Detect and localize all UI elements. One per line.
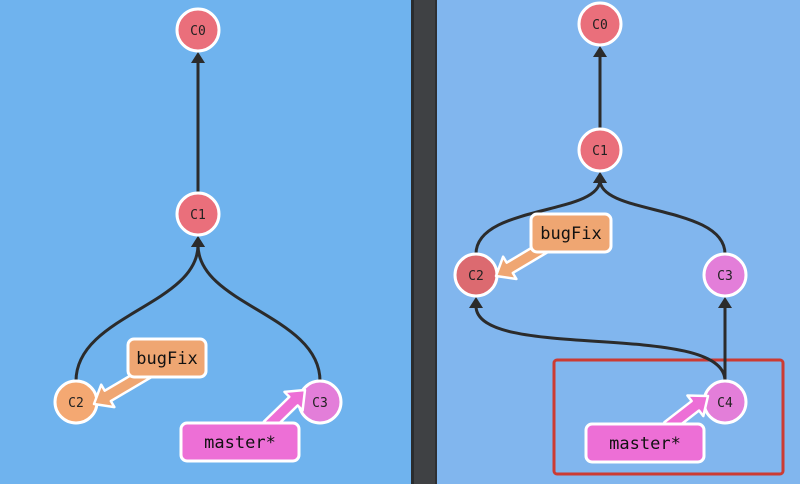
edge-c3-c1: [598, 179, 727, 255]
commit-label: C3: [717, 269, 733, 284]
commit-circle: [175, 7, 221, 53]
edge-c2-c1: [74, 244, 200, 382]
commit-c1[interactable]: C1: [577, 127, 623, 173]
branch-box: [529, 212, 613, 254]
edge-arrowhead: [191, 236, 205, 247]
branch-master[interactable]: master*: [584, 386, 716, 464]
commit-circle: [175, 191, 221, 237]
branch-label: master*: [609, 434, 681, 454]
commit-label: C4: [717, 396, 733, 411]
branch-master[interactable]: master*: [179, 381, 314, 463]
edge-c3-c1: [196, 244, 322, 382]
commit-label: C0: [592, 18, 608, 33]
commit-c2[interactable]: C2: [453, 252, 499, 298]
commit-c0[interactable]: C0: [577, 1, 623, 47]
highlight-box: [552, 358, 785, 476]
commit-label: C2: [68, 396, 84, 411]
branch-label: bugFix: [136, 349, 197, 369]
commit-label: C3: [312, 396, 328, 411]
branch-box: [126, 337, 208, 379]
commit-c3[interactable]: C3: [702, 252, 748, 298]
edge-arrowhead: [191, 52, 205, 63]
commit-label: C2: [468, 269, 484, 284]
commit-circle: [577, 1, 623, 47]
edge-c2-c1: [474, 179, 602, 255]
commit-c3[interactable]: C3: [297, 379, 343, 425]
commit-label: C1: [592, 144, 608, 159]
edge-arrowhead: [593, 46, 607, 57]
commit-c1[interactable]: C1: [175, 191, 221, 237]
branch-box: [179, 421, 301, 463]
commit-label: C1: [190, 208, 206, 223]
commit-label: C0: [190, 24, 206, 39]
edge-c4-c2: [474, 305, 727, 382]
panel-divider: [411, 0, 437, 484]
commit-circle: [702, 252, 748, 298]
branch-box: [584, 422, 706, 464]
commit-c0[interactable]: C0: [175, 7, 221, 53]
edge-arrowhead: [469, 297, 483, 308]
edge-arrowhead: [718, 297, 732, 308]
branch-bugfix[interactable]: bugFix: [489, 212, 613, 287]
commit-c2[interactable]: C2: [53, 379, 99, 425]
edge-arrowhead: [593, 172, 607, 183]
branch-bugfix[interactable]: bugFix: [87, 337, 208, 415]
branch-label: master*: [204, 433, 276, 453]
commit-circle: [577, 127, 623, 173]
commit-c4[interactable]: C4: [702, 379, 748, 425]
branch-label: bugFix: [540, 224, 601, 244]
